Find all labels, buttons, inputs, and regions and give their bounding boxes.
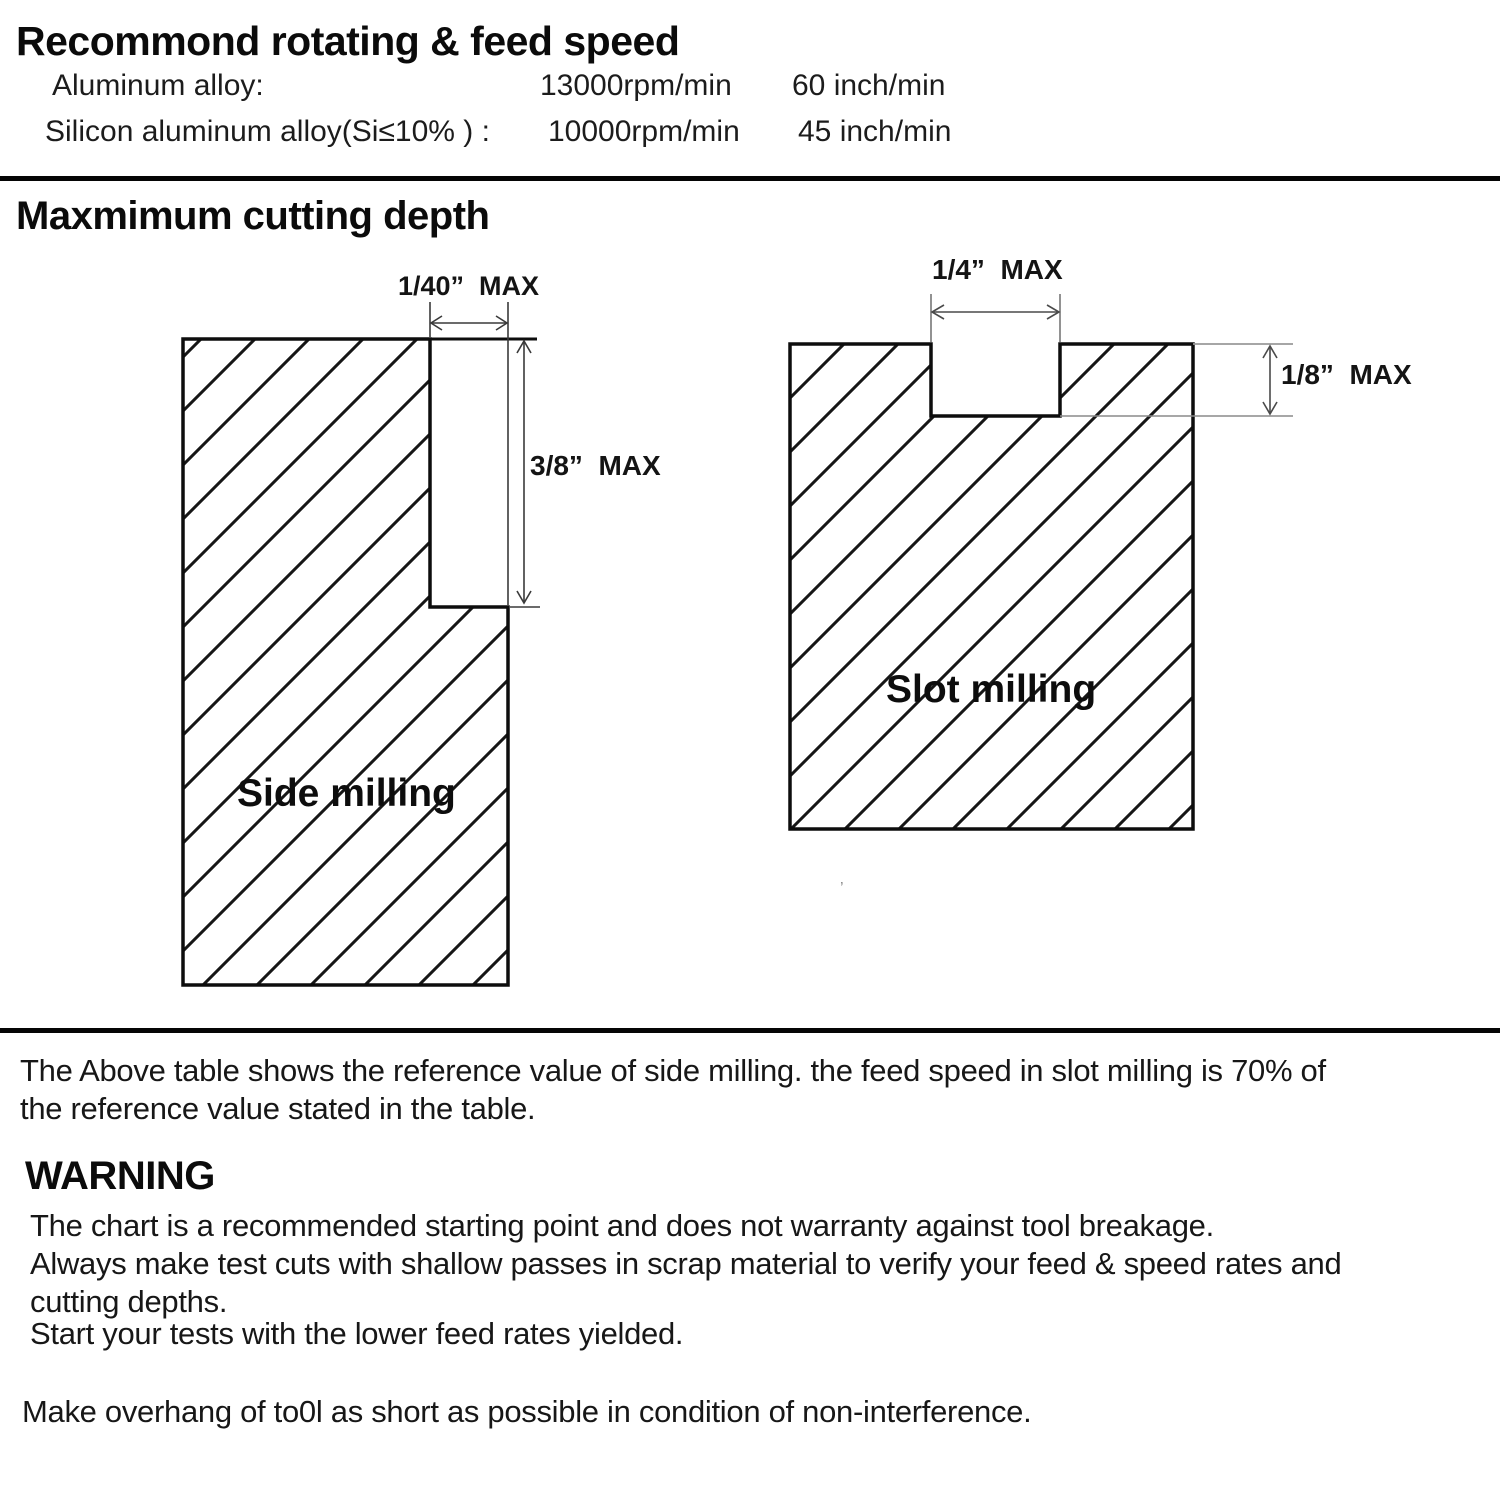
speed-row-aluminum-label: Aluminum alloy: <box>52 69 264 102</box>
side-depth-arrow-up <box>516 339 532 354</box>
speed-row-silicon-rpm: 10000rpm/min <box>548 115 740 148</box>
slot-depth-arrow-down <box>1262 401 1278 416</box>
speed-row-aluminum-feed: 60 inch/min <box>792 69 946 102</box>
warning-line-4: Start your tests with the lower feed rat… <box>30 1316 684 1351</box>
warning-line-3: cutting depths. <box>30 1284 228 1319</box>
speed-row-silicon-label: Silicon aluminum alloy(Si≤10% ) : <box>45 115 490 148</box>
dim-label-side-width-max: 1/40” MAX <box>398 271 540 301</box>
section-title-cutting-depth: Maxmimum cutting depth <box>16 194 490 238</box>
horizontal-rule-bottom <box>0 1028 1500 1033</box>
speed-row-silicon-feed: 45 inch/min <box>798 115 952 148</box>
slot-milling-label: Slot milling <box>886 668 1097 711</box>
side-depth-arrow-down <box>516 590 532 605</box>
reference-note-line-1: The Above table shows the reference valu… <box>20 1053 1326 1088</box>
dim-label-slot-depth-max: 1/8” MAX <box>1281 359 1412 390</box>
side-width-arrow-left <box>429 315 443 331</box>
warning-line-2: Always make test cuts with shallow passe… <box>30 1246 1342 1281</box>
horizontal-rule-top <box>0 176 1500 181</box>
slot-milling-block <box>788 342 1195 831</box>
warning-title: WARNING <box>25 1154 215 1198</box>
dim-label-slot-width-max: 1/4” MAX <box>932 254 1063 285</box>
side-milling-block <box>181 337 510 987</box>
dim-label-side-depth-max: 3/8” MAX <box>530 450 661 481</box>
page-title: Recommond rotating & feed speed <box>16 18 680 64</box>
slot-depth-arrow-up <box>1262 344 1278 359</box>
side-milling-label: Side milling <box>237 772 456 815</box>
speed-row-aluminum-rpm: 13000rpm/min <box>540 69 732 102</box>
slot-width-arrow-right <box>1046 304 1061 320</box>
reference-note-line-2: the reference value stated in the table. <box>20 1091 536 1126</box>
side-width-arrow-right <box>495 315 509 331</box>
scan-artifact-mark: ’ <box>840 880 844 897</box>
slot-width-arrow-left <box>930 304 945 320</box>
warning-line-1: The chart is a recommended starting poin… <box>30 1208 1214 1243</box>
overhang-note: Make overhang of to0l as short as possib… <box>22 1394 1032 1429</box>
